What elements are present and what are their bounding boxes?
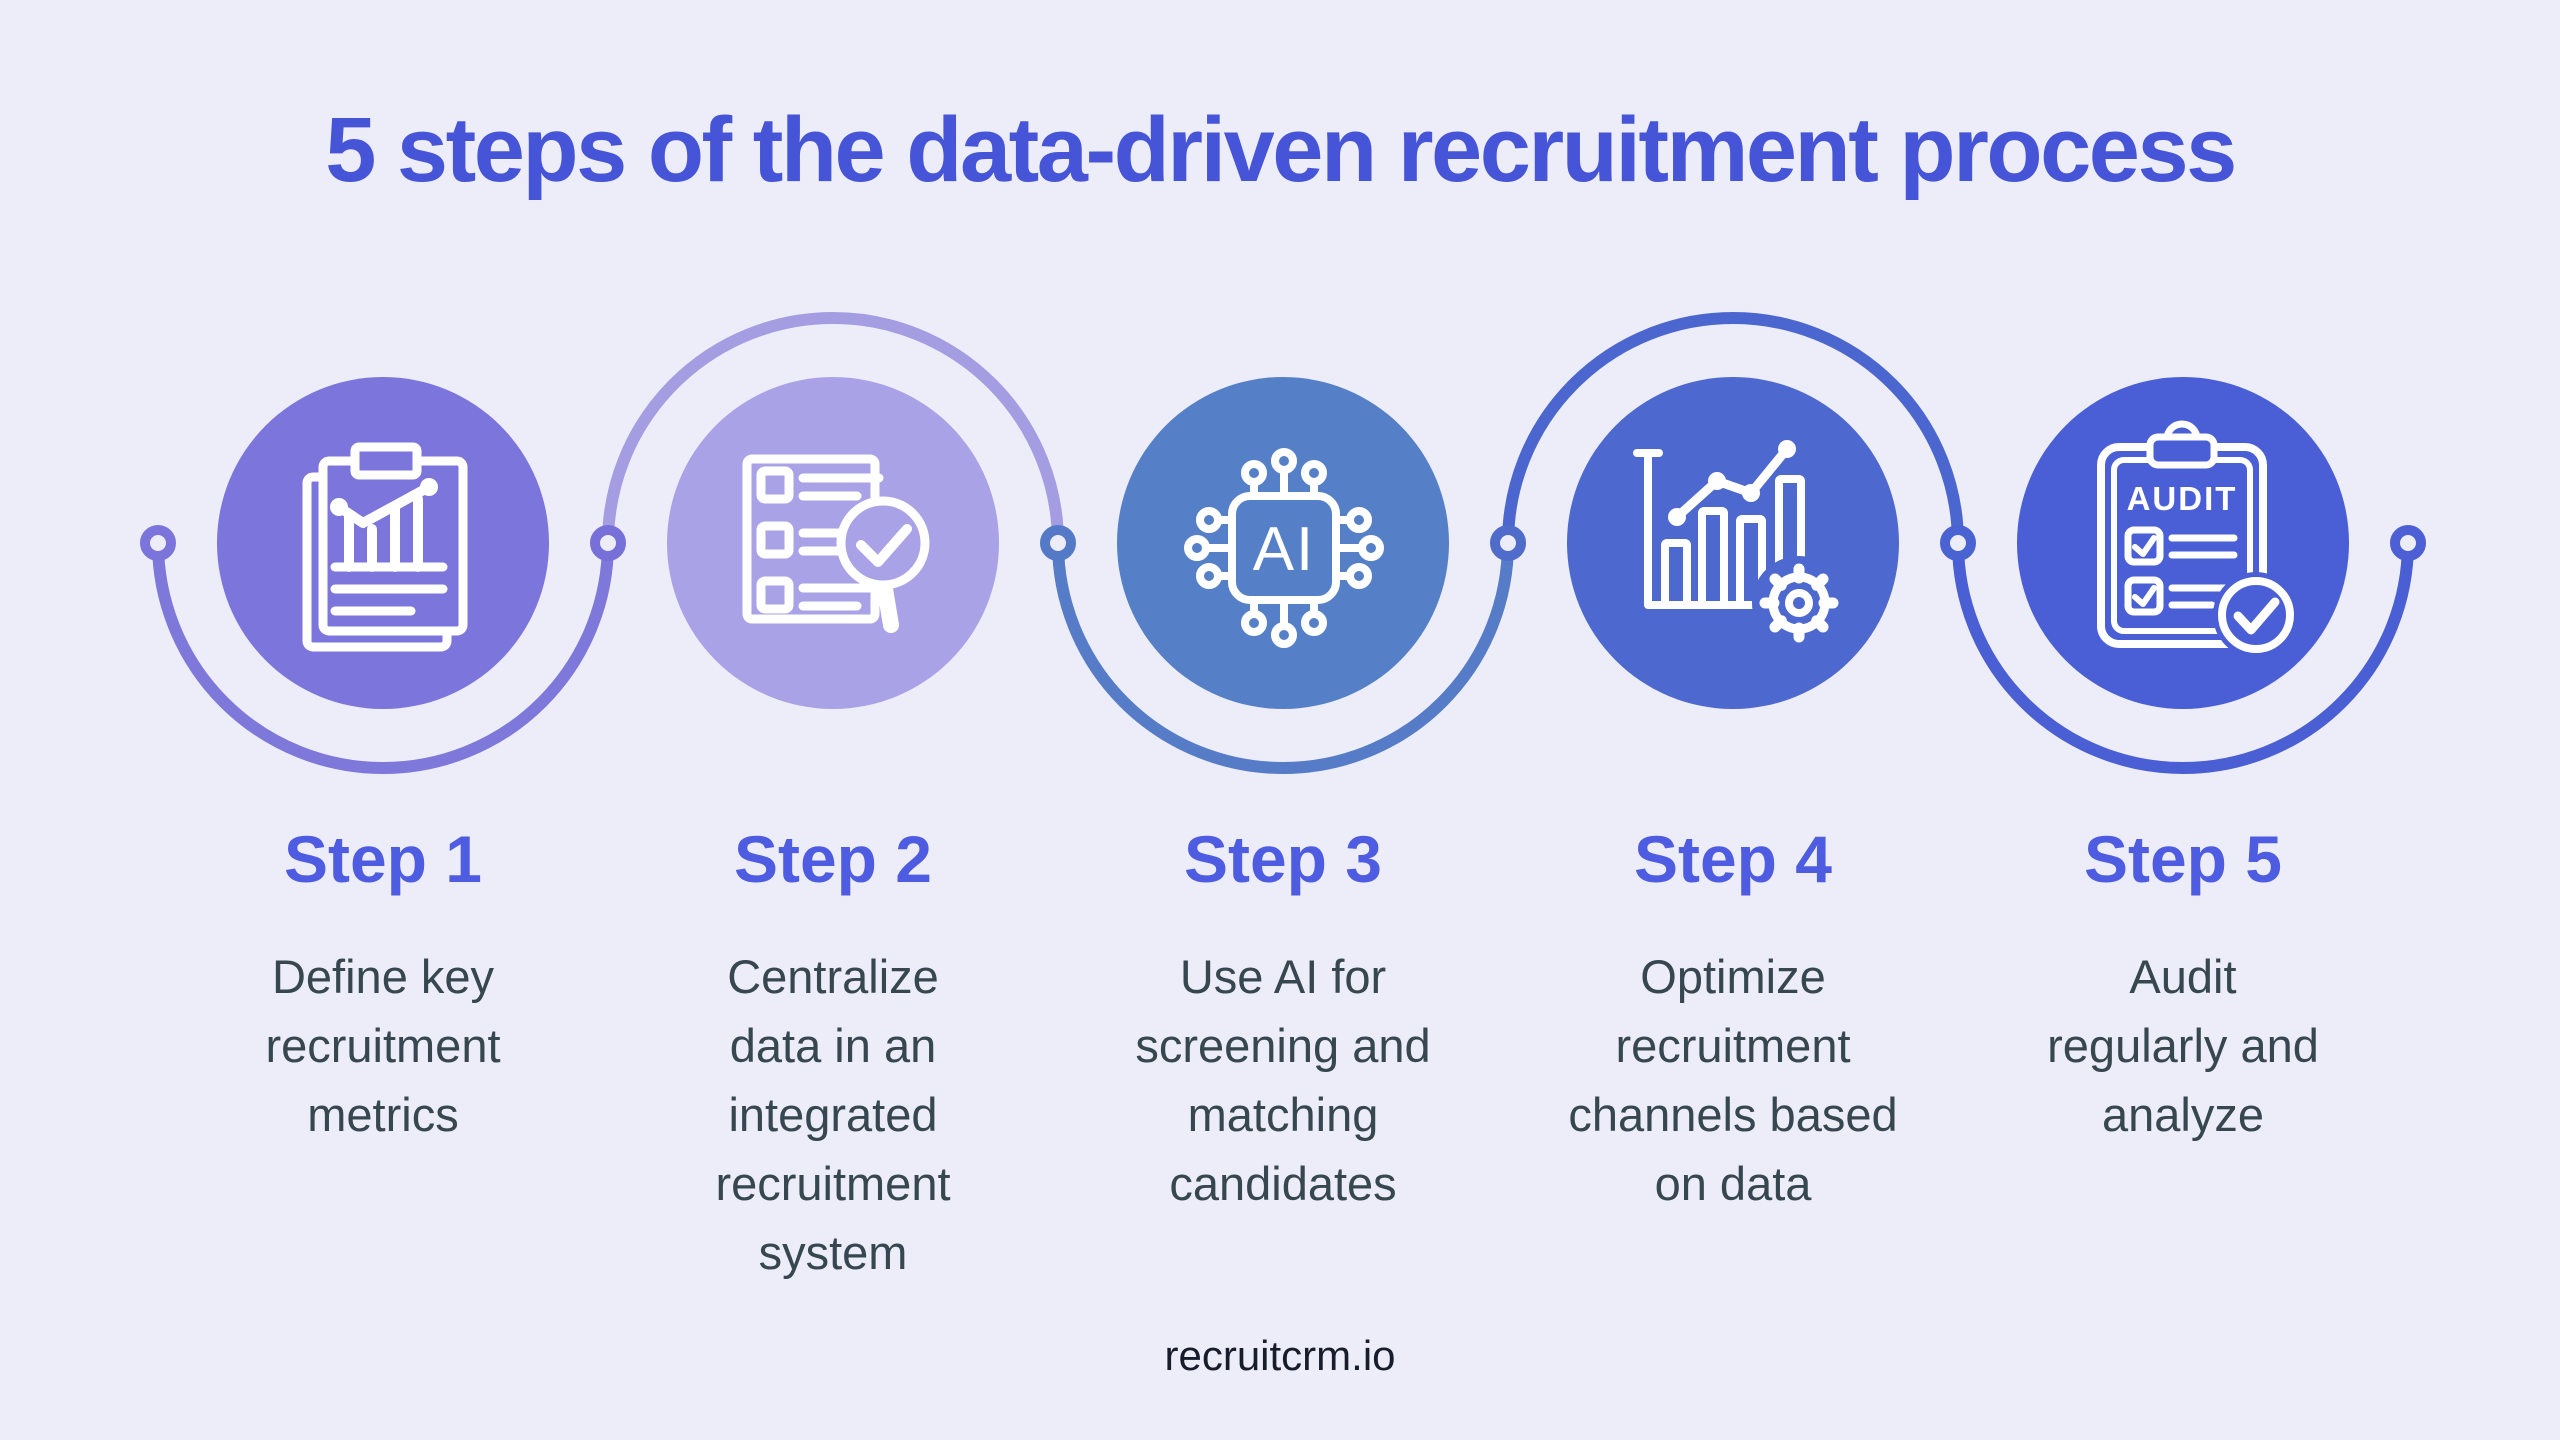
step-5-description: Audit regularly and analyze bbox=[2047, 950, 2319, 1141]
ai-chip-label: AI bbox=[1253, 515, 1316, 584]
connector-node bbox=[140, 525, 176, 561]
step-4-column: Step 4 Optimize recruitment channels bas… bbox=[1503, 826, 1963, 1218]
audit-clipboard-icon: AUDIT bbox=[2097, 420, 2299, 658]
clipboard-chart-icon bbox=[302, 442, 468, 652]
step-2-circle bbox=[667, 377, 999, 709]
step-2-column: Step 2 Centralize data in an integrated … bbox=[603, 826, 1063, 1287]
step-5-column: Step 5 Audit regularly and analyze bbox=[1953, 826, 2413, 1149]
step-3-circle bbox=[1117, 377, 1449, 709]
connector-node bbox=[1040, 525, 1076, 561]
connector-arc bbox=[152, 537, 614, 774]
step-1-column: Step 1 Define key recruitment metrics bbox=[153, 826, 613, 1149]
step-3-description: Use AI for screening and matching candid… bbox=[1135, 950, 1431, 1210]
step-5-label: Step 5 bbox=[2083, 822, 2283, 896]
connector-arc bbox=[1502, 312, 1964, 549]
step-2-label: Step 2 bbox=[733, 822, 933, 896]
connector-node bbox=[2390, 525, 2426, 561]
footer-brand: recruitcrm.io bbox=[1164, 1332, 1396, 1379]
step-4-description: Optimize recruitment channels based on d… bbox=[1568, 950, 1898, 1210]
step-4-circle bbox=[1567, 377, 1899, 709]
audit-clipboard-label: AUDIT bbox=[2127, 480, 2238, 517]
step-3-label: Step 3 bbox=[1183, 822, 1383, 896]
connector-arcs bbox=[152, 312, 2414, 774]
ai-chip-icon: AI bbox=[1184, 448, 1384, 648]
connector-node bbox=[590, 525, 626, 561]
bar-chart-gear-icon bbox=[1633, 440, 1846, 650]
checklist-magnifier-icon bbox=[742, 454, 930, 633]
connector-arc bbox=[1952, 537, 2414, 774]
connector-arc bbox=[1052, 537, 1514, 774]
step-2-description: Centralize data in an integrated recruit… bbox=[715, 950, 951, 1279]
connector-node bbox=[1490, 525, 1526, 561]
connector-nodes bbox=[140, 525, 2426, 561]
connector-arc bbox=[602, 312, 1064, 549]
step-4-label: Step 4 bbox=[1633, 822, 1833, 896]
page-title: 5 steps of the data-driven recruitment p… bbox=[325, 99, 2237, 201]
connector-node bbox=[1940, 525, 1976, 561]
step-3-column: Step 3 Use AI for screening and matching… bbox=[1053, 826, 1513, 1218]
step-1-description: Define key recruitment metrics bbox=[265, 950, 501, 1141]
step-1-label: Step 1 bbox=[283, 822, 483, 896]
